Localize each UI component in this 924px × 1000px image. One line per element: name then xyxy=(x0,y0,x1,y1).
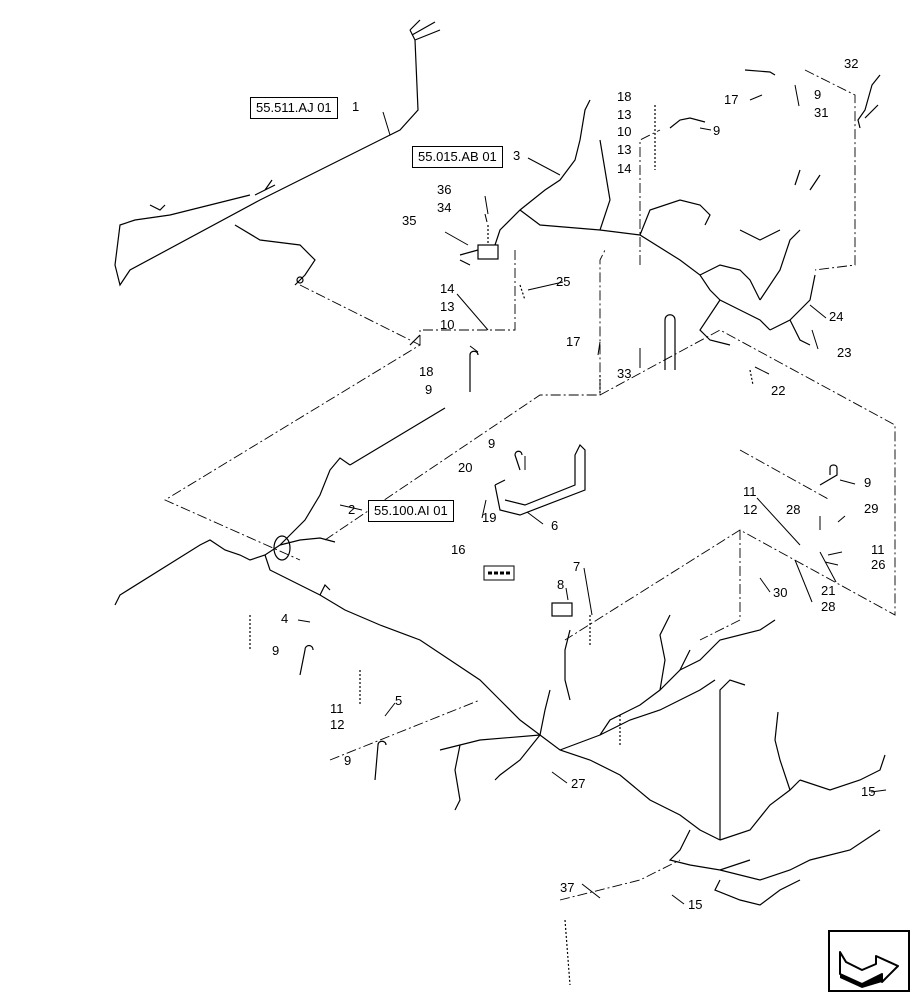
reference-box-55-100-ai-01[interactable]: 55.100.AI 01 xyxy=(368,500,454,522)
callout-17a: 17 xyxy=(724,92,739,107)
callout-27: 27 xyxy=(571,776,586,791)
callout-11c: 11 xyxy=(871,542,885,557)
callout-15a: 15 xyxy=(861,784,876,799)
callout-9b: 9 xyxy=(814,87,822,102)
callout-11b: 11 xyxy=(743,484,757,499)
callout-2: 2 xyxy=(348,502,356,517)
callout-13a: 13 xyxy=(617,107,632,122)
callout-35: 35 xyxy=(402,213,417,228)
callout-3: 3 xyxy=(513,148,521,163)
callout-9c: 9 xyxy=(425,382,433,397)
callout-5: 5 xyxy=(395,693,403,708)
callout-13b: 13 xyxy=(617,142,632,157)
callout-10a: 10 xyxy=(617,124,632,139)
callout-9a: 9 xyxy=(713,123,721,138)
callout-26: 26 xyxy=(871,557,886,572)
callout-32: 32 xyxy=(844,56,859,71)
callout-10b: 10 xyxy=(440,317,455,332)
callout-36: 36 xyxy=(437,182,452,197)
callout-4: 4 xyxy=(281,611,289,626)
callout-18b: 18 xyxy=(419,364,434,379)
callout-12a: 12 xyxy=(330,717,345,732)
callout-7: 7 xyxy=(573,559,581,574)
callout-34: 34 xyxy=(437,200,452,215)
callout-19: 19 xyxy=(482,510,497,525)
callout-8: 8 xyxy=(557,577,565,592)
callout-28a: 28 xyxy=(786,502,801,517)
decal-part xyxy=(483,565,515,581)
next-page-arrow-icon[interactable] xyxy=(828,930,910,992)
callout-9g: 9 xyxy=(864,475,872,490)
callout-28b: 28 xyxy=(821,599,836,614)
callout-37: 37 xyxy=(560,880,575,895)
callout-18a: 18 xyxy=(617,89,632,104)
callout-9e: 9 xyxy=(272,643,280,658)
callout-17b: 17 xyxy=(566,334,581,349)
callout-16: 16 xyxy=(451,542,466,557)
callout-15b: 15 xyxy=(688,897,703,912)
reference-box-55-511-aj-01[interactable]: 55.511.AJ 01 xyxy=(250,97,338,119)
callout-9f: 9 xyxy=(344,753,352,768)
callout-12b: 12 xyxy=(743,502,758,517)
reference-box-55-015-ab-01[interactable]: 55.015.AB 01 xyxy=(412,146,503,168)
callout-23: 23 xyxy=(837,345,852,360)
callout-20: 20 xyxy=(458,460,473,475)
callout-24: 24 xyxy=(829,309,844,324)
callout-9d: 9 xyxy=(488,436,496,451)
callout-30: 30 xyxy=(773,585,788,600)
callout-31: 31 xyxy=(814,105,829,120)
callout-25: 25 xyxy=(556,274,571,289)
callout-21: 21 xyxy=(821,583,836,598)
callout-22: 22 xyxy=(771,383,786,398)
callout-11a: 11 xyxy=(330,701,344,716)
callout-13c: 13 xyxy=(440,299,455,314)
callout-14a: 14 xyxy=(617,161,632,176)
callout-14b: 14 xyxy=(440,281,455,296)
callout-6: 6 xyxy=(551,518,559,533)
callout-29: 29 xyxy=(864,501,879,516)
callout-1: 1 xyxy=(352,99,360,114)
callout-33: 33 xyxy=(617,366,632,381)
